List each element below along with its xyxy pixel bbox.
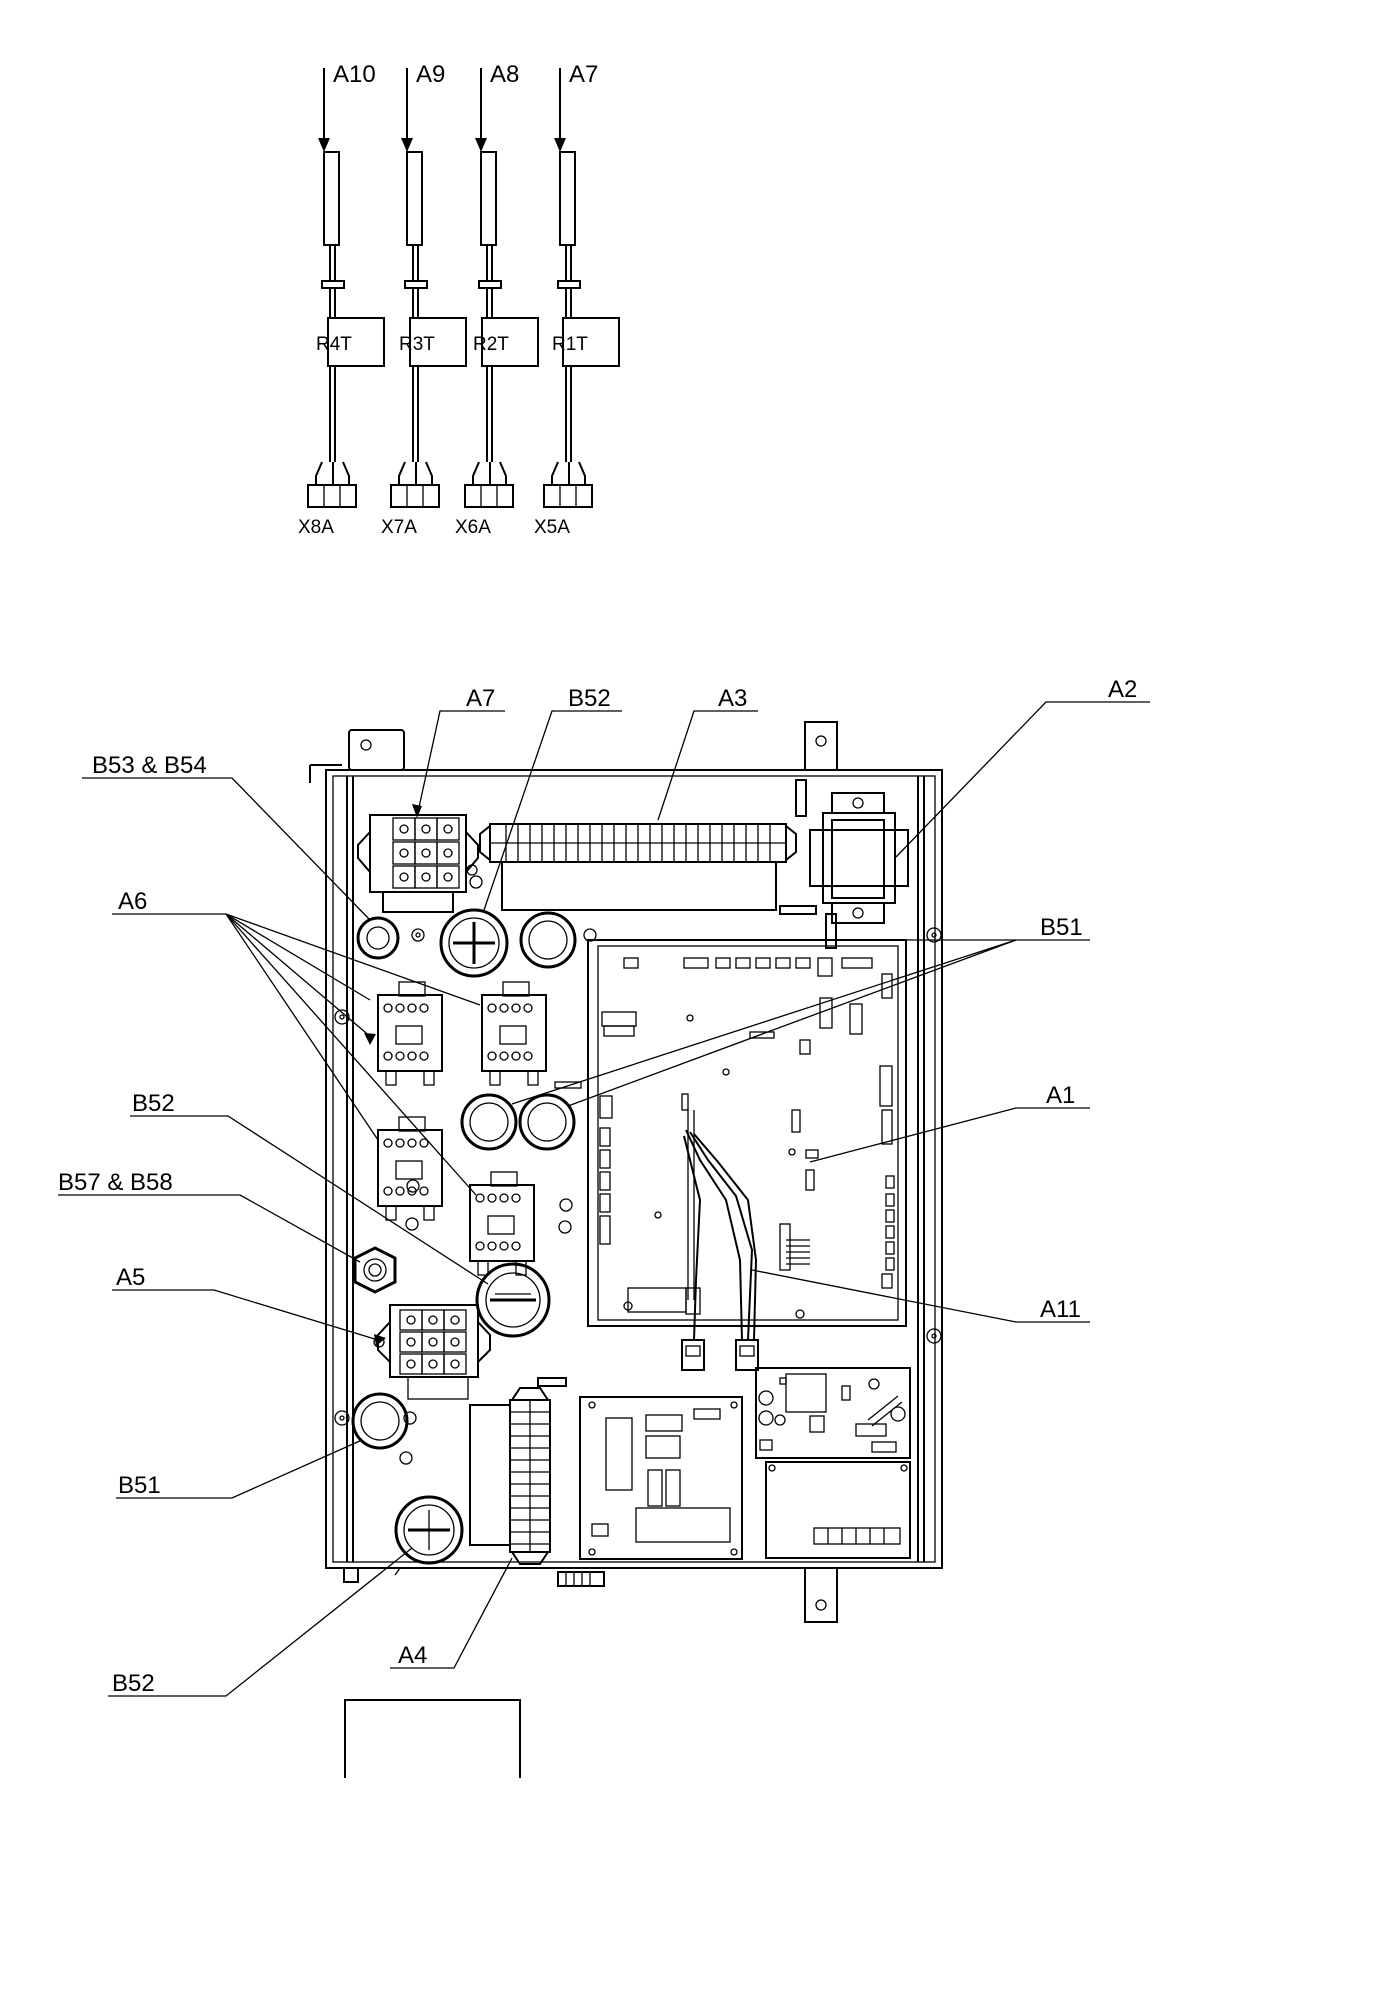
relay-a6-3 <box>377 1116 443 1221</box>
connector-label-x5a: X5A <box>534 517 570 538</box>
connector-label-x6a: X6A <box>455 517 491 538</box>
thermistor-r3t <box>409 317 467 367</box>
terminal-block-a7 <box>357 814 483 913</box>
terminal-strip-a3 <box>479 779 817 915</box>
relay-a6-2 <box>481 981 547 1086</box>
callout-b51-left: B51 <box>118 1472 161 1499</box>
callout-b53-b54: B53 & B54 <box>92 752 207 779</box>
connector-label-x7a: X7A <box>381 517 417 538</box>
grommet-b51-top <box>519 911 597 969</box>
callout-b52-top: B52 <box>568 685 611 712</box>
thermistor-label-r2t: R2T <box>473 334 509 355</box>
pcb-lower-right-upper <box>755 1367 911 1459</box>
connector-x7a <box>390 484 440 508</box>
callout-label-a10: A10 <box>333 61 376 88</box>
relay-a6-1 <box>377 981 443 1086</box>
connector-x5a <box>543 484 593 508</box>
sensor-assembly-a9: A9 R3T X7A <box>381 61 467 538</box>
callout-a2: A2 <box>1108 676 1137 703</box>
thermistor-r4t <box>327 317 385 367</box>
callout-a11: A11 <box>1040 1296 1081 1323</box>
grommet-b51-mid-1 <box>460 1093 518 1151</box>
control-box <box>309 721 943 1623</box>
thermistor-label-r3t: R3T <box>399 334 435 355</box>
sensor-assembly-a10: A10 R4T X8A <box>298 61 385 538</box>
callout-a7: A7 <box>466 685 495 712</box>
terminal-block-a5 <box>373 1304 491 1400</box>
callout-leaders <box>58 701 1150 1697</box>
thermistor-label-r4t: R4T <box>316 334 352 355</box>
callout-b51-right: B51 <box>1040 914 1083 941</box>
detail-box <box>344 1699 521 1778</box>
thermistor-r2t <box>481 317 539 367</box>
callout-a1: A1 <box>1046 1082 1075 1109</box>
callout-a4: A4 <box>398 1642 427 1669</box>
callout-labels: A7 B52 A3 A2 B53 & B54 A6 B51 B52 A1 B57… <box>58 676 1137 1697</box>
callout-b57-b58: B57 & B58 <box>58 1169 173 1196</box>
grommet-b52-top <box>439 908 509 978</box>
thermistor-r1t <box>562 317 620 367</box>
fitting-b57-b58 <box>353 1246 397 1294</box>
connector-label-x8a: X8A <box>298 517 334 538</box>
grommet-b52-bottom <box>394 1495 464 1565</box>
connector-x8a <box>307 484 357 508</box>
callout-a5: A5 <box>116 1264 145 1291</box>
connector-x6a <box>464 484 514 508</box>
thermistor-label-r1t: R1T <box>552 334 588 355</box>
transformer-a2 <box>809 792 909 949</box>
heatsink <box>786 1239 810 1265</box>
grommet-b51-lower <box>351 1392 409 1450</box>
sensor-assembly-a7: A7 R1T X5A <box>534 61 620 538</box>
callout-a3: A3 <box>718 685 747 712</box>
grommet-b53-b54 <box>356 916 400 960</box>
grommet-b52-mid <box>475 1262 551 1338</box>
pcb-lower-right-lower <box>765 1461 911 1559</box>
callout-label-a7-sensor: A7 <box>569 61 598 88</box>
sensor-assembly-a8: A8 R2T X6A <box>455 61 539 538</box>
callout-label-a9: A9 <box>416 61 445 88</box>
pcb-lower-left <box>579 1396 743 1560</box>
relay-a6-4 <box>469 1171 535 1276</box>
callout-a6: A6 <box>118 888 147 915</box>
harness-a11 <box>681 1110 759 1371</box>
callout-b52-bottom: B52 <box>112 1670 155 1697</box>
callout-label-a8: A8 <box>490 61 519 88</box>
terminal-strip-a4 <box>469 1377 567 1565</box>
grommet-b51-mid-2 <box>518 1093 576 1151</box>
callout-b52-left: B52 <box>132 1090 175 1117</box>
